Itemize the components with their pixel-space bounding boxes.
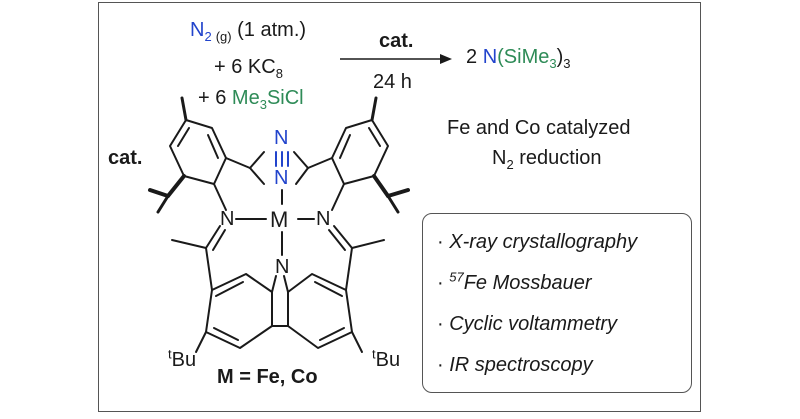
carbazole-n: N: [275, 256, 290, 278]
dinitrogen-n-bottom: N: [274, 167, 289, 189]
n2-pressure: (1 atm.): [237, 19, 307, 41]
techniques-box: · X-ray crystallography · 57Fe Mossbauer…: [422, 213, 692, 393]
tbu-right: tBu: [372, 346, 401, 371]
metal-center: M: [270, 207, 289, 232]
reactant-kc8: + 6 KC8: [214, 56, 283, 81]
reactant-n2: N2(g) (1 atm.): [190, 19, 307, 44]
technique-item: · IR spectroscopy: [437, 354, 593, 376]
tbu-left: tBu: [168, 346, 197, 371]
imine-n-right: N: [316, 208, 331, 230]
imine-n-left: N: [220, 208, 235, 230]
n2-state: (g): [215, 29, 232, 44]
product: 2 N(SiMe3)3: [466, 46, 571, 71]
caption-line2: N2 reduction: [492, 147, 602, 172]
technique-item: · X-ray crystallography: [437, 231, 638, 253]
reactant-me3sicl: + 6 Me3SiCl: [198, 87, 304, 112]
cat-label: cat.: [108, 147, 143, 169]
reaction-arrow: [340, 54, 452, 64]
caption-line1: Fe and Co catalyzed: [447, 117, 631, 139]
arrow-label-top: cat.: [379, 30, 414, 52]
dinitrogen-n-top: N: [274, 127, 289, 149]
metal-label: M = Fe, Co: [217, 366, 318, 388]
technique-item: · 57Fe Mossbauer: [437, 269, 592, 294]
n2-symbol: N2: [190, 19, 212, 44]
arrow-label-bottom: 24 h: [373, 71, 412, 93]
technique-item: · Cyclic voltammetry: [437, 313, 618, 335]
